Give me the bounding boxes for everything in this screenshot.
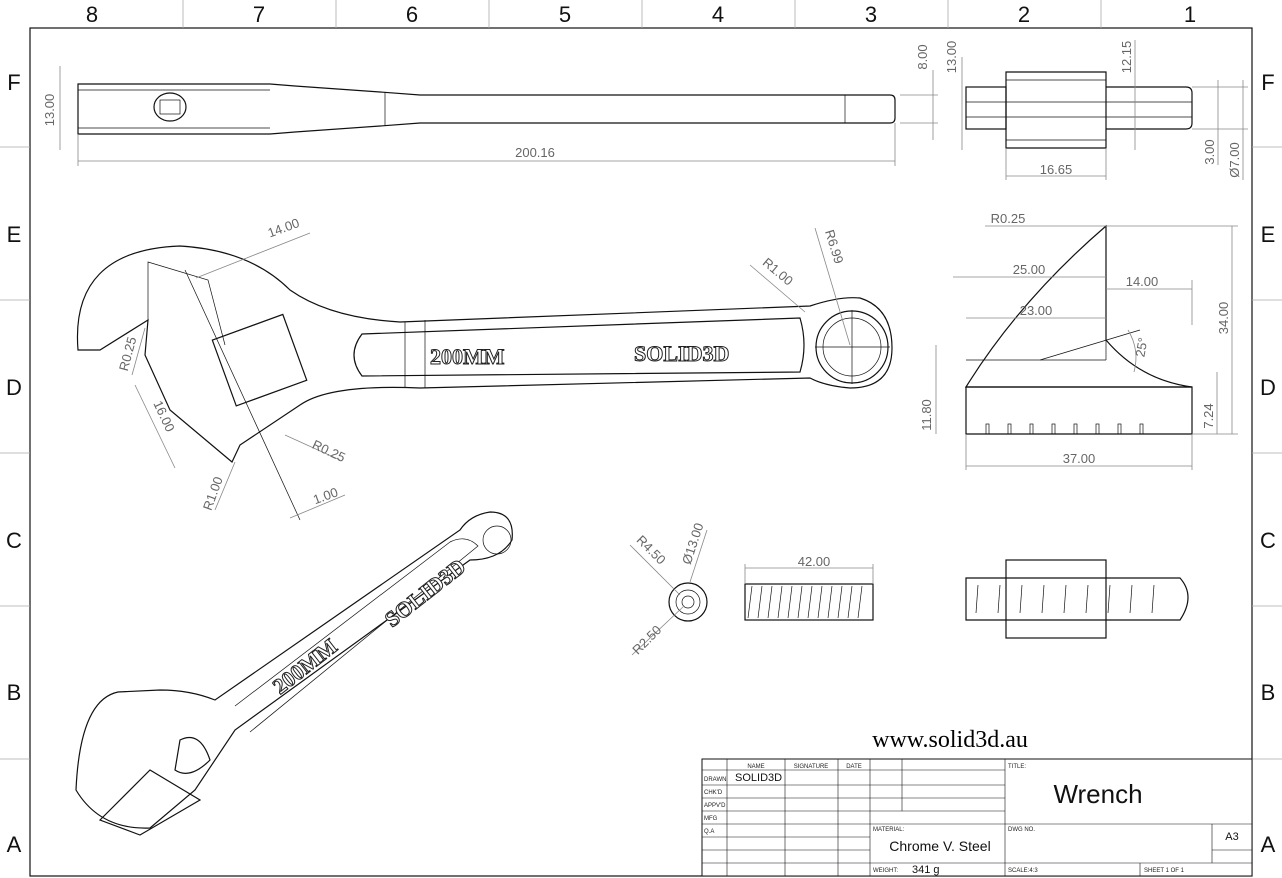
dim-top-height-left: 13.00 <box>42 94 57 127</box>
zone-row-label: C <box>6 528 22 553</box>
zone-col-label: 6 <box>406 2 418 27</box>
zone-col-label: 4 <box>712 2 724 27</box>
zone-row-label: E <box>7 222 22 247</box>
zone-column-labels: 8 7 6 5 4 3 2 1 <box>86 2 1196 27</box>
detail-view: R0.25 25.00 14.00 23.00 34.00 25° 11.80 … <box>919 211 1238 470</box>
zone-col-label: 8 <box>86 2 98 27</box>
dim-side-16-65: 16.65 <box>1040 162 1073 177</box>
dim-jaw-r025-b: R0.25 <box>310 437 348 465</box>
zone-row-label: E <box>1261 222 1276 247</box>
zone-row-label: F <box>1261 70 1274 95</box>
zone-col-label: 1 <box>1184 2 1196 27</box>
tb-weight-label: WEIGHT: <box>873 868 898 874</box>
zone-row-label: D <box>6 375 22 400</box>
zone-row-label: F <box>7 70 20 95</box>
dim-det-7-24: 7.24 <box>1201 403 1216 428</box>
dim-worm-42: 42.00 <box>798 554 831 569</box>
zone-col-label: 3 <box>865 2 877 27</box>
dim-top-length: 200.16 <box>515 145 555 160</box>
zone-row-label: B <box>7 680 22 705</box>
dim-handle-r1: R1.00 <box>760 255 796 289</box>
dim-side-dia7: Ø7.00 <box>1227 142 1242 177</box>
drawing-title: Wrench <box>1053 779 1142 809</box>
tb-title-label: TITLE: <box>1008 764 1026 770</box>
dim-det-r025: R0.25 <box>991 211 1026 226</box>
top-view: 200.16 13.00 8.00 <box>42 44 938 166</box>
zone-row-label: A <box>7 832 22 857</box>
zone-col-label: 7 <box>253 2 265 27</box>
tb-scale: SCALE:4:3 <box>1008 868 1038 874</box>
dim-side-3: 3.00 <box>1202 139 1217 164</box>
dim-jaw-16: 16.00 <box>150 398 177 434</box>
dim-det-23: 23.00 <box>1020 303 1053 318</box>
engraving-brand: SOLID3D <box>634 341 729 366</box>
zone-row-label: D <box>1260 375 1276 400</box>
dim-jaw-r025-a: R0.25 <box>116 335 139 372</box>
tb-dwg-label: DWG NO. <box>1008 827 1035 833</box>
isometric-view: 200MM SOLID3D <box>75 511 513 836</box>
dim-det-25: 25.00 <box>1013 262 1046 277</box>
zone-ticks <box>0 0 1282 760</box>
jaw-side-view: 13.00 12.15 16.65 3.00 Ø7.00 <box>944 40 1248 180</box>
dim-handle-r699: R6.99 <box>822 228 846 266</box>
zone-row-label: A <box>1261 832 1276 857</box>
worm-end-view: R4.50 Ø13.00 R2.50 <box>629 521 708 657</box>
dim-det-34: 34.00 <box>1216 302 1231 335</box>
dim-det-37: 37.00 <box>1063 451 1096 466</box>
drawing-border <box>29 27 1253 877</box>
dim-worm-r450: R4.50 <box>634 532 669 567</box>
tb-row-label: MFG <box>704 816 718 822</box>
zone-row-label: C <box>1260 528 1276 553</box>
dim-side-13: 13.00 <box>944 41 959 74</box>
tb-material-label: MATERIAL: <box>873 827 905 833</box>
tb-row-label: CHK'D <box>704 790 723 796</box>
dim-worm-r250: R2.50 <box>629 622 664 657</box>
zone-row-label: B <box>1261 680 1276 705</box>
dim-det-14: 14.00 <box>1126 274 1159 289</box>
dim-jaw-1: 1.00 <box>311 484 340 507</box>
dim-side-12-15: 12.15 <box>1119 41 1134 74</box>
dim-jaw-14: 14.00 <box>266 215 302 240</box>
tb-signature-header: SIGNATURE <box>794 764 829 770</box>
tb-name-header: NAME <box>747 764 764 770</box>
front-view: 200MM SOLID3D 14.00 R0.25 16.00 R1.00 R0… <box>76 215 893 521</box>
title-block: NAME SIGNATURE DATE DRAWN CHK'D APPV'D M… <box>701 758 1253 877</box>
jaw-bottom-view <box>965 559 1189 639</box>
tb-sheet: SHEET 1 OF 1 <box>1144 868 1185 874</box>
zone-row-labels: F E D C B A F E D C B A <box>6 70 1276 857</box>
engraving-size: 200MM <box>430 344 505 369</box>
zone-col-label: 5 <box>559 2 571 27</box>
tb-size: A3 <box>1225 831 1238 843</box>
iso-engraving-brand: SOLID3D <box>380 554 471 632</box>
tb-date-header: DATE <box>846 764 862 770</box>
dim-det-25deg: 25° <box>1132 336 1150 358</box>
worm-side-view: 42.00 <box>744 554 874 621</box>
tb-drawn-name: SOLID3D <box>735 772 782 784</box>
website-text: www.solid3d.au <box>872 727 1028 753</box>
dim-det-11-8: 11.80 <box>919 399 934 431</box>
dim-top-height-right: 8.00 <box>915 44 930 69</box>
tb-row-label: APPV'D <box>704 803 726 809</box>
tb-material: Chrome V. Steel <box>889 838 990 854</box>
tb-weight: 341 g <box>912 864 940 876</box>
tb-row-label: DRAWN <box>704 777 726 783</box>
zone-col-label: 2 <box>1018 2 1030 27</box>
tb-row-label: Q.A <box>704 829 714 835</box>
